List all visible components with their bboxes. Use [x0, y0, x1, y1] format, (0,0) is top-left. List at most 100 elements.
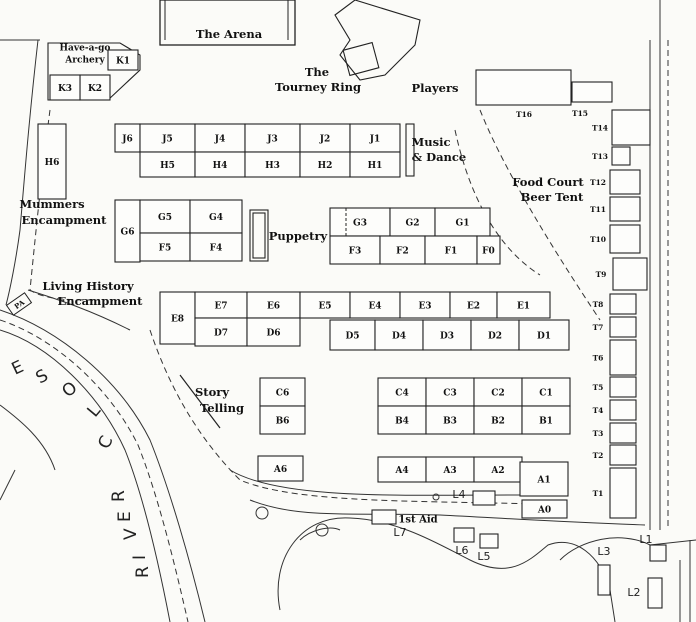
stall-d4[interactable]: D4 [374, 319, 424, 351]
stall-h4[interactable]: H4 [194, 151, 246, 178]
stall-e4[interactable]: E4 [349, 291, 401, 319]
stall-a4[interactable]: A4 [377, 456, 427, 483]
stall-a1[interactable]: A1 [519, 461, 569, 497]
stall-t4[interactable]: T4 [593, 399, 637, 421]
stall-l4[interactable]: L4 [452, 488, 496, 506]
stall-f5[interactable]: F5 [139, 232, 191, 262]
stall-b6[interactable]: B6 [259, 405, 306, 435]
stall-e2[interactable]: E2 [449, 291, 498, 319]
stall-t16[interactable]: T16 [475, 69, 572, 119]
stall-t14[interactable]: T14 [592, 109, 651, 146]
stall-k3[interactable]: K3 [49, 74, 81, 101]
stall-j2[interactable]: J2 [299, 123, 351, 153]
living-label-2: Encampment [58, 294, 144, 308]
stall-t1[interactable]: T1 [593, 467, 637, 519]
stall-g1[interactable]: G1 [434, 207, 491, 237]
stall-t2[interactable]: T2 [593, 444, 637, 466]
archery-area[interactable]: Have-a-go Archery [47, 42, 141, 101]
stall-l1[interactable]: L1 [639, 533, 667, 562]
tree-2 [315, 523, 329, 537]
stall-e6[interactable]: E6 [246, 291, 301, 319]
stall-a6-box [257, 455, 304, 482]
stall-d5[interactable]: D5 [329, 319, 376, 351]
stall-k1[interactable]: K1 [107, 49, 139, 71]
stall-c3-label: C3 [443, 389, 456, 399]
stall-e4-label: E4 [368, 302, 381, 312]
stall-h2[interactable]: H2 [299, 151, 351, 178]
stall-g2[interactable]: G2 [389, 207, 436, 237]
stall-f3-box [329, 235, 381, 265]
stall-e8[interactable]: E8 [159, 291, 196, 345]
stall-c2[interactable]: C2 [473, 377, 523, 407]
stall-l3[interactable]: L3 [597, 545, 611, 596]
stall-f4[interactable]: F4 [189, 232, 243, 262]
stall-t6[interactable]: T6 [593, 339, 637, 376]
stall-h1[interactable]: H1 [349, 151, 401, 178]
stall-t15[interactable]: T15 [571, 81, 613, 118]
stall-g2-label: G2 [406, 219, 420, 229]
stall-t9[interactable]: T9 [596, 257, 648, 291]
stall-b3[interactable]: B3 [425, 405, 475, 435]
stall-d6[interactable]: D6 [246, 317, 301, 347]
stall-t5[interactable]: T5 [593, 376, 637, 398]
stall-b2[interactable]: B2 [473, 405, 523, 435]
stall-j6[interactable]: J6 [114, 123, 141, 153]
stall-c6[interactable]: C6 [259, 377, 306, 407]
stall-e5[interactable]: E5 [299, 291, 351, 319]
stall-l7[interactable]: L7 [371, 509, 407, 539]
stall-f1[interactable]: F1 [424, 235, 478, 265]
stall-a0[interactable]: A0 [521, 499, 568, 519]
stall-d7[interactable]: D7 [194, 317, 248, 347]
stall-h3[interactable]: H3 [244, 151, 301, 178]
west-path-edge-2 [27, 289, 131, 331]
stall-e1[interactable]: E1 [496, 291, 551, 319]
stall-j1[interactable]: J1 [349, 123, 401, 153]
stall-t5-label: T5 [593, 383, 604, 392]
stall-t3[interactable]: T3 [593, 422, 637, 444]
stall-d2[interactable]: D2 [470, 319, 520, 351]
stall-t11[interactable]: T11 [590, 196, 641, 222]
stall-f0[interactable]: F0 [476, 235, 501, 265]
stall-h6[interactable]: H6 [37, 123, 67, 200]
stall-c4[interactable]: C4 [377, 377, 427, 407]
stall-t13[interactable]: T13 [592, 146, 631, 166]
stall-e8-box [159, 291, 196, 345]
stall-f2[interactable]: F2 [379, 235, 426, 265]
stall-t8[interactable]: T8 [593, 293, 637, 315]
stall-a2[interactable]: A2 [473, 456, 523, 483]
arena[interactable]: The Arena [159, 0, 296, 46]
stall-j3[interactable]: J3 [244, 123, 301, 153]
stall-e7[interactable]: E7 [194, 291, 248, 319]
stall-d3[interactable]: D3 [422, 319, 472, 351]
stall-b4[interactable]: B4 [377, 405, 427, 435]
stall-g4[interactable]: G4 [189, 199, 243, 234]
stall-t10[interactable]: T10 [590, 224, 641, 254]
stall-g5[interactable]: G5 [139, 199, 191, 234]
tourney-ring[interactable]: The Tourney Ring Players [275, 0, 459, 95]
stall-a6[interactable]: A6 [257, 455, 304, 482]
stall-c1[interactable]: C1 [521, 377, 571, 407]
stall-j3-label: J3 [266, 135, 278, 145]
south-path-dash [149, 329, 571, 506]
music-stage[interactable] [405, 123, 415, 177]
stall-l2[interactable]: L2 [627, 577, 663, 609]
stall-j5[interactable]: J5 [139, 123, 196, 153]
stall-j4[interactable]: J4 [194, 123, 246, 153]
stall-h5[interactable]: H5 [139, 151, 196, 178]
puppetry-booth[interactable] [252, 212, 266, 259]
stall-a3[interactable]: A3 [425, 456, 475, 483]
stall-t12[interactable]: T12 [590, 169, 641, 195]
stall-g3[interactable]: G3 [329, 207, 391, 237]
stall-l5[interactable]: L5 [477, 533, 499, 563]
stall-b1[interactable]: B1 [521, 405, 571, 435]
stall-t7[interactable]: T7 [593, 316, 637, 338]
stall-c3[interactable]: C3 [425, 377, 475, 407]
stall-g6-label: G6 [121, 228, 135, 238]
stall-f3[interactable]: F3 [329, 235, 381, 265]
stall-e3[interactable]: E3 [399, 291, 451, 319]
stall-k2[interactable]: K2 [79, 74, 111, 101]
road-letter-8: S [33, 366, 52, 389]
stall-g6[interactable]: G6 [114, 199, 141, 263]
stall-d1[interactable]: D1 [518, 319, 570, 351]
stall-l6[interactable]: L6 [453, 527, 475, 557]
